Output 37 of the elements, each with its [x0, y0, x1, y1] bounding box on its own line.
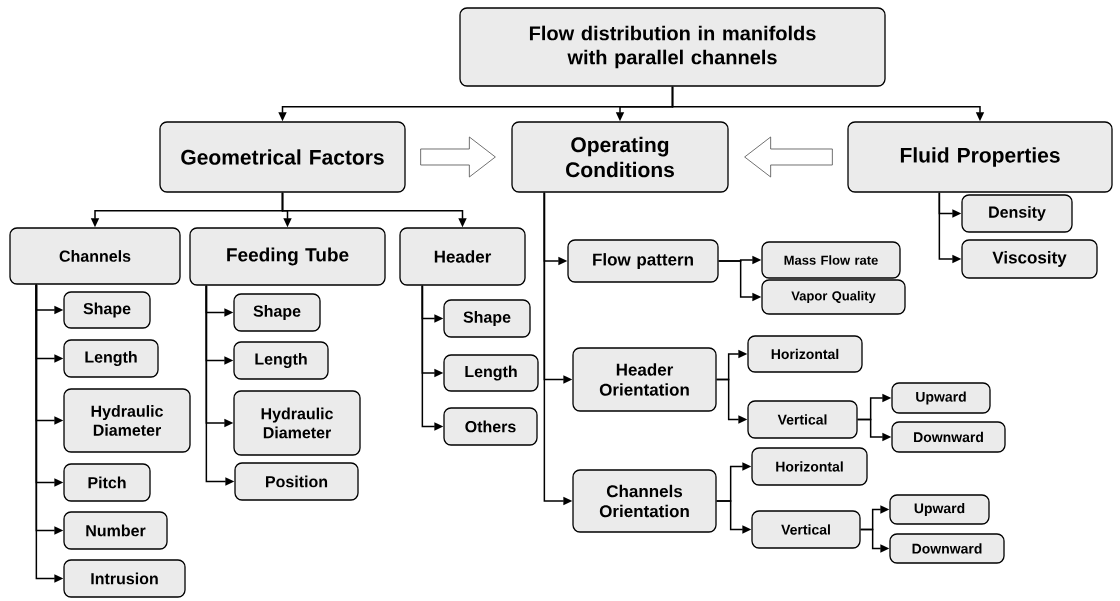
item-box: Intrusion [63, 559, 186, 598]
category-box: Operating Conditions [511, 121, 729, 193]
item-box: Position [234, 462, 359, 501]
item-box: Upward [891, 382, 991, 414]
item-box: Viscosity [961, 239, 1098, 279]
item-box: Upward [889, 494, 990, 525]
item-box: Vertical [751, 510, 861, 549]
item-box: Hydraulic Diameter [233, 390, 361, 456]
factor-box: Feeding Tube [189, 227, 386, 286]
item-box: Pitch [63, 463, 151, 502]
item-box: Vertical [747, 400, 858, 439]
factor-box: Channels [9, 227, 181, 285]
title-box: Flow distribution in manifolds with parallel channels [459, 7, 886, 87]
item-box: Horizontal [747, 335, 863, 373]
item-box: Hydraulic Diameter [63, 388, 191, 453]
item-box: Mass Flow rate [761, 241, 901, 279]
item-box: Vapor Quality [761, 279, 906, 315]
factor-box: Header [399, 227, 526, 286]
item-box: Downward [889, 533, 1005, 564]
item-box: Number [63, 511, 168, 550]
item-box: Downward [891, 421, 1006, 453]
factor-box: Channels Orientation [572, 469, 717, 533]
factor-box: Header Orientation [572, 347, 717, 412]
factor-box: Flow pattern [567, 239, 719, 283]
item-box: Horizontal [751, 447, 868, 486]
item-box: Length [443, 354, 539, 392]
item-box: Density [961, 194, 1073, 233]
item-box: Shape [443, 299, 531, 338]
category-box: Geometrical Factors [159, 121, 406, 193]
item-box: Others [443, 407, 538, 446]
block-arrow [420, 136, 496, 178]
item-box: Length [63, 339, 159, 378]
block-arrow [744, 136, 833, 178]
item-box: Shape [63, 291, 151, 329]
item-box: Length [233, 341, 329, 380]
category-box: Fluid Properties [847, 121, 1113, 193]
item-box: Shape [233, 293, 321, 332]
